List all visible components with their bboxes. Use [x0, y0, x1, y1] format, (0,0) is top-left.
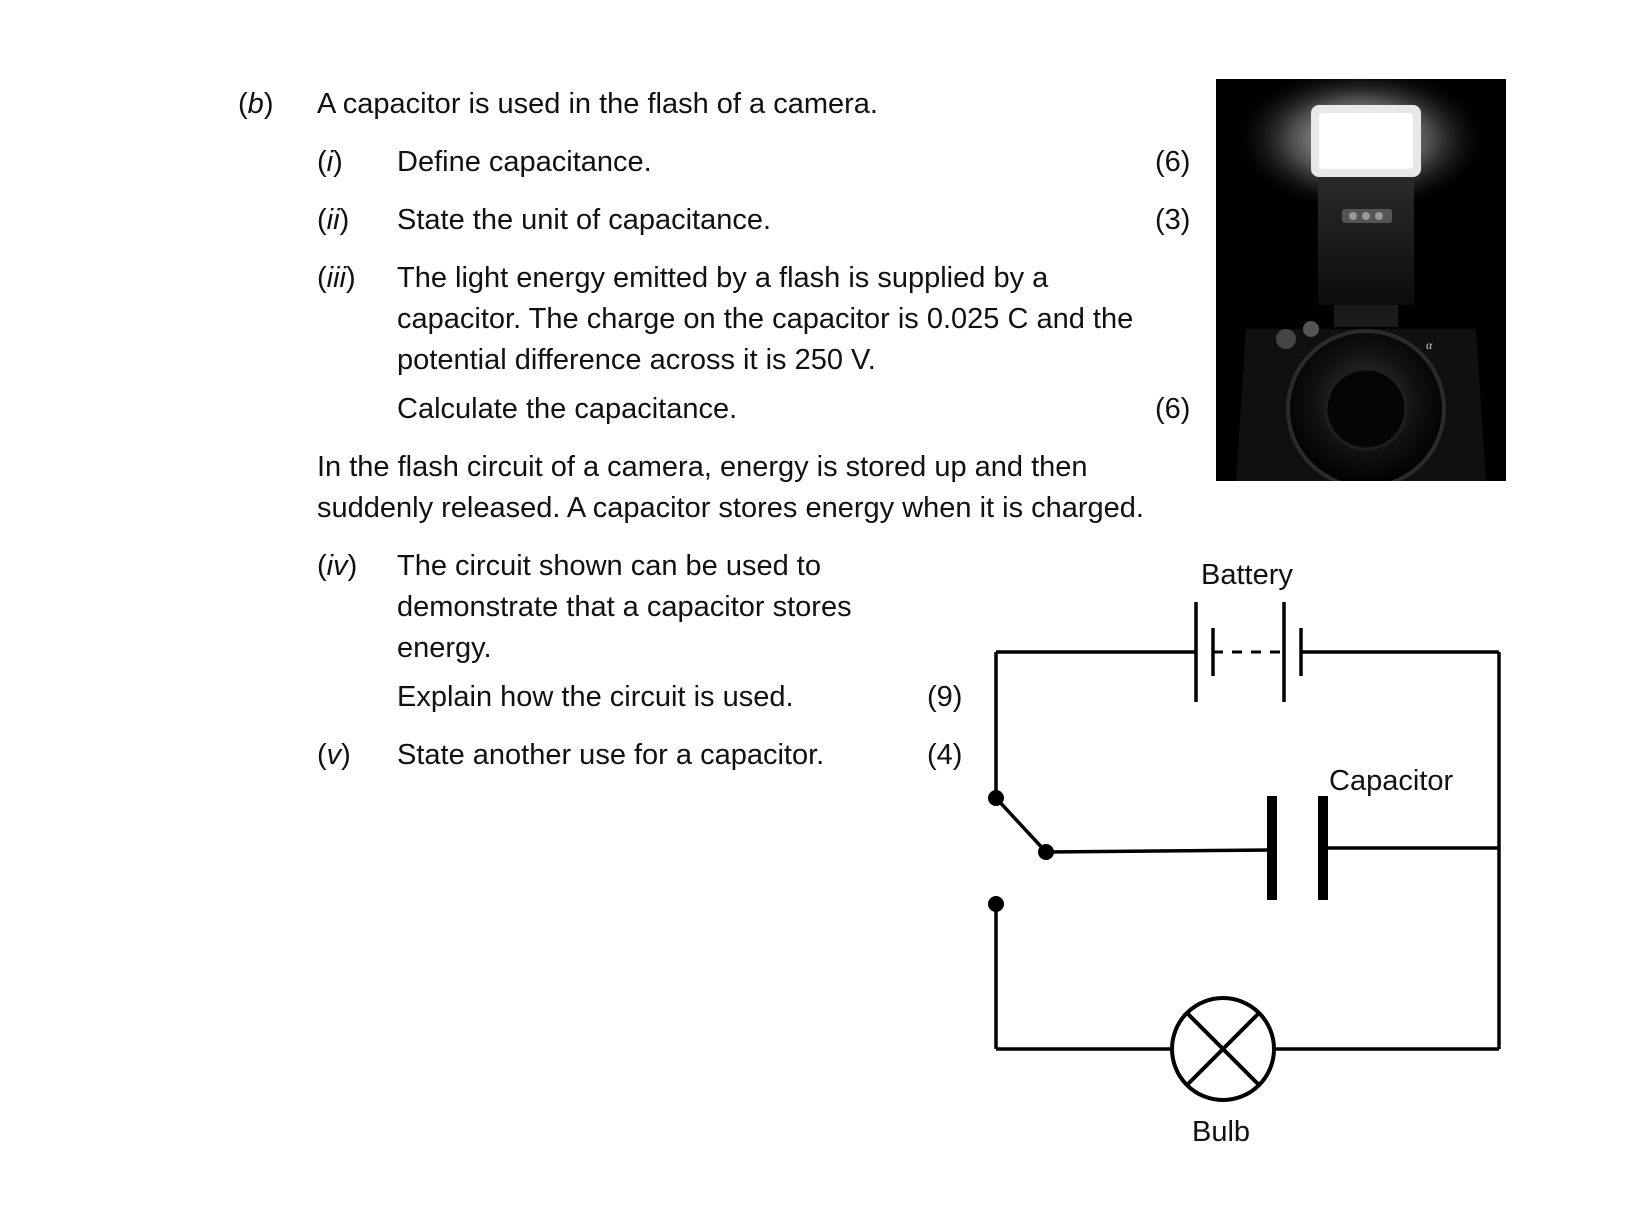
switch-blade	[994, 796, 1048, 854]
flash-body	[1318, 177, 1414, 305]
question-iv-line-4: Explain how the circuit is used.	[397, 681, 794, 713]
question-number-iv: (iv)	[317, 550, 358, 582]
wire-to-capacitor	[1045, 848, 1273, 854]
question-i-text: Define capacitance.	[397, 146, 652, 178]
switch-contact-top	[988, 790, 1004, 806]
question-iii-line-3: potential difference across it is 250 V.	[397, 344, 876, 376]
question-number-i: (i)	[317, 146, 343, 178]
camera-flash-photo: α	[1216, 64, 1506, 489]
hot-shoe	[1334, 305, 1398, 327]
part-label: (b)	[238, 88, 274, 120]
bulb-label: Bulb	[1192, 1116, 1250, 1148]
question-number-v: (v)	[317, 739, 351, 771]
capacitor-label: Capacitor	[1329, 765, 1453, 797]
flash-window	[1319, 113, 1413, 169]
question-ii-text: State the unit of capacitance.	[397, 204, 772, 236]
question-number-iii: (iii)	[317, 262, 356, 294]
question-iii-line-1: The light energy emitted by a flash is s…	[397, 262, 1049, 294]
question-v-text: State another use for a capacitor.	[397, 739, 825, 771]
question-v-marks: (4)	[927, 739, 963, 771]
question-iii-marks: (6)	[1155, 393, 1191, 425]
question-iii-line-4: Calculate the capacitance.	[397, 393, 738, 425]
question-iv-line-2: demonstrate that a capacitor stores	[397, 591, 852, 623]
mode-dial	[1276, 329, 1296, 349]
shutter-button	[1303, 321, 1319, 337]
question-iii-line-2: capacitor. The charge on the capacitor i…	[397, 303, 1134, 335]
question-iv-line-3: energy.	[397, 632, 492, 664]
bulb-icon	[1170, 996, 1276, 1102]
question-iv-marks: (9)	[927, 681, 963, 713]
camera-badge: α	[1426, 338, 1433, 352]
part-intro: A capacitor is used in the flash of a ca…	[317, 88, 878, 120]
capacitor-plate-right	[1318, 796, 1328, 900]
paragraph-line-1: In the flash circuit of a camera, energy…	[317, 451, 1088, 483]
camera-illustration: α	[1231, 64, 1491, 489]
switch-pivot	[1038, 844, 1054, 860]
switch-contact-bottom	[988, 896, 1004, 912]
question-i-marks: (6)	[1155, 146, 1191, 178]
question-iv-line-1: The circuit shown can be used to	[397, 550, 821, 582]
capacitor-plate-left	[1267, 796, 1277, 900]
paragraph-line-2: suddenly released. A capacitor stores en…	[317, 492, 1144, 524]
battery-label: Battery	[1201, 559, 1293, 591]
question-ii-marks: (3)	[1155, 204, 1191, 236]
question-number-ii: (ii)	[317, 204, 350, 236]
